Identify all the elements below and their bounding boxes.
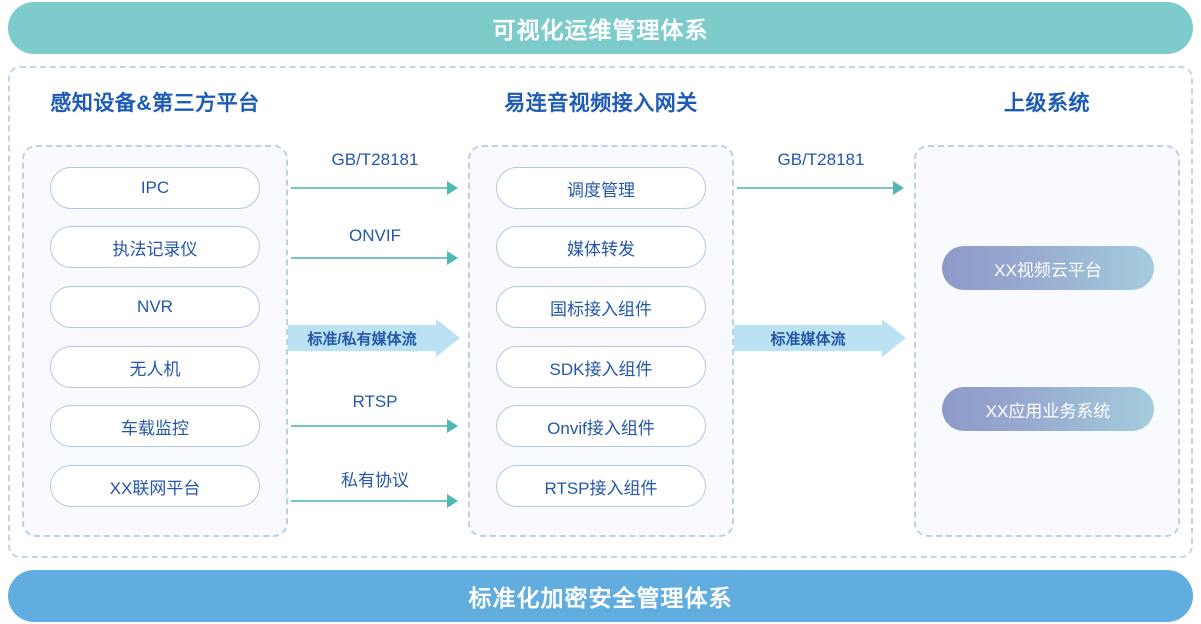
gradient-box-application-business-system[interactable]: XX应用业务系统 — [942, 387, 1154, 431]
pill-rtsp-access-component[interactable]: RTSP接入组件 — [496, 465, 706, 507]
bottom-banner-label: 标准化加密安全管理体系 — [468, 585, 733, 611]
pill-ipc[interactable]: IPC — [50, 167, 260, 209]
pill-xx-network-platform[interactable]: XX联网平台 — [50, 465, 260, 507]
connector-arrow-gbt28181-left — [291, 181, 458, 195]
pill-sdk-access-component[interactable]: SDK接入组件 — [496, 346, 706, 388]
connector-label-gbt28181-left: GB/T28181 — [331, 150, 419, 169]
connector-label-onvif: ONVIF — [349, 226, 401, 245]
pill-scheduling-management[interactable]: 调度管理 — [496, 167, 706, 209]
connector-label-rtsp: RTSP — [352, 392, 398, 411]
connector-block-arrow-label-standard-private-media-stream: 标准/私有媒体流 — [307, 330, 417, 348]
connector-block-arrow-label-standard-media-stream: 标准媒体流 — [770, 330, 846, 348]
panel-upper-system — [914, 145, 1180, 537]
connector-arrow-gbt28181-right — [737, 181, 904, 195]
column-header-gateway: 易连音视频接入网关 — [504, 92, 698, 115]
connector-block-arrow-standard-media-stream: 标准媒体流 — [734, 319, 906, 357]
connector-arrow-onvif — [291, 251, 458, 265]
pill-vehicle-monitoring[interactable]: 车载监控 — [50, 405, 260, 447]
top-banner-label: 可视化运维管理体系 — [492, 17, 709, 43]
column-header-upper: 上级系统 — [1004, 92, 1090, 115]
connector-block-arrow-standard-private-media-stream: 标准/私有媒体流 — [288, 319, 460, 357]
connector-arrow-rtsp — [291, 419, 458, 433]
top-banner: 可视化运维管理体系 — [8, 2, 1193, 54]
gradient-box-video-cloud-platform[interactable]: XX视频云平台 — [942, 246, 1154, 290]
pill-nvr[interactable]: NVR — [50, 286, 260, 328]
connector-label-gbt28181-right: GB/T28181 — [777, 150, 865, 169]
pill-media-forwarding[interactable]: 媒体转发 — [496, 226, 706, 268]
pill-gb-access-component[interactable]: 国标接入组件 — [496, 286, 706, 328]
pill-drone[interactable]: 无人机 — [50, 346, 260, 388]
pill-onvif-access-component[interactable]: Onvif接入组件 — [496, 405, 706, 447]
connector-label-private-protocol: 私有协议 — [341, 471, 409, 490]
column-header-sensing: 感知设备&第三方平台 — [50, 92, 260, 115]
connector-arrow-private-protocol — [291, 494, 458, 508]
outer-dashed-frame — [8, 66, 1193, 558]
pill-law-enforcement-recorder[interactable]: 执法记录仪 — [50, 226, 260, 268]
bottom-banner: 标准化加密安全管理体系 — [8, 570, 1193, 622]
